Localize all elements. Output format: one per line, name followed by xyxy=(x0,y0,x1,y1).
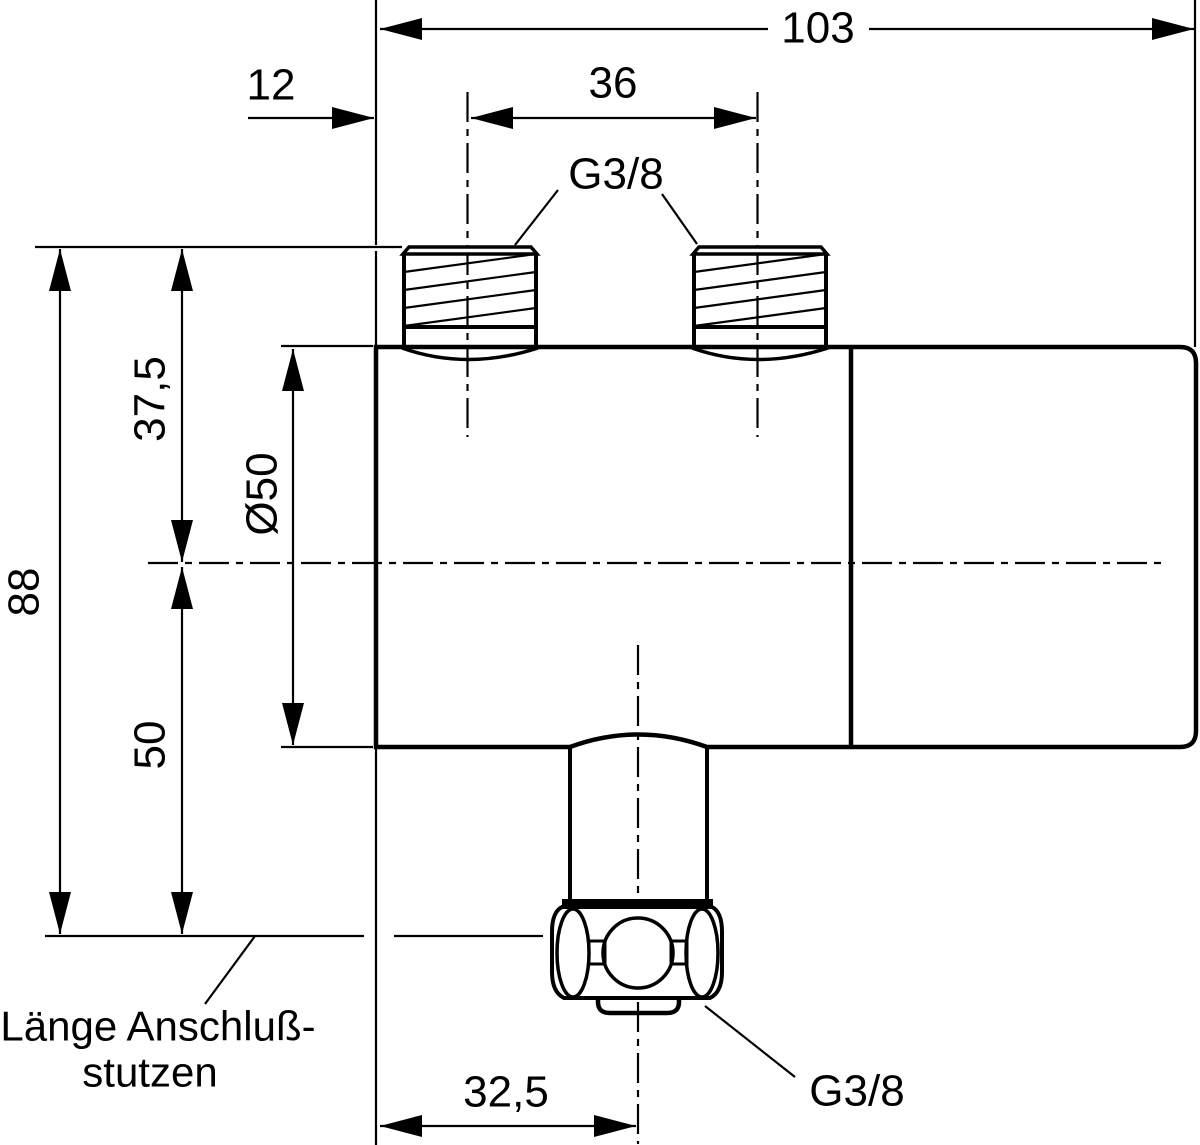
dim-375-arrow-top xyxy=(171,249,193,291)
dim-375-arrow-bottom xyxy=(171,520,193,562)
dim-50-arrow-bottom xyxy=(171,892,193,934)
dimension-lines xyxy=(49,18,1194,1137)
note-label-line1: Länge Anschluß- xyxy=(0,1003,315,1050)
dim-d50-arrow-bottom xyxy=(282,703,304,745)
note-label-line2: stutzen xyxy=(82,1049,217,1096)
dim-d50-arrow-top xyxy=(282,349,304,391)
dim-375-label: 37,5 xyxy=(126,356,175,442)
stud-blend-arc xyxy=(401,346,539,362)
dim-325-label: 32,5 xyxy=(463,1068,549,1117)
body-outline xyxy=(373,344,1199,750)
nut-facet-right xyxy=(684,907,720,999)
leader-thread-top-right xyxy=(661,193,698,245)
leader-thread-top-left xyxy=(514,189,559,246)
nut-waist-left xyxy=(587,939,607,966)
dim-325-arrow-right xyxy=(594,1115,636,1137)
center-lines xyxy=(148,92,1168,1144)
leader-thread-bottom xyxy=(704,1005,796,1078)
extension-lines xyxy=(35,0,1197,1145)
top-port-left xyxy=(399,245,541,362)
dim-12-label: 12 xyxy=(247,61,296,110)
nut-tip-outline xyxy=(595,999,682,1016)
valve-body xyxy=(373,344,1199,750)
dim-50-label: 50 xyxy=(126,721,175,770)
dim-88-arrow-top xyxy=(49,249,71,291)
nut-facet-left xyxy=(555,907,591,999)
dim-50-arrow-top xyxy=(171,567,193,609)
dim-325-arrow-left xyxy=(380,1115,422,1137)
dim-88-arrow-bottom xyxy=(49,892,71,934)
nut-waist-right xyxy=(669,939,689,966)
leader-note xyxy=(204,935,256,1005)
top-port-right xyxy=(689,245,831,362)
dim-103-arrow-right xyxy=(1152,18,1194,40)
thread-bottom-label: G3/8 xyxy=(809,1067,904,1116)
nut-facet-center xyxy=(601,916,675,990)
stud-thread-hatching xyxy=(403,252,537,328)
dim-12-arrow xyxy=(332,107,374,129)
bottom-port xyxy=(550,748,724,1016)
dim-36-label: 36 xyxy=(589,59,638,108)
dim-103-label: 103 xyxy=(781,4,854,53)
thread-top-label: G3/8 xyxy=(568,150,663,199)
dim-d50-label: Ø50 xyxy=(238,452,287,535)
stud-thread-hatching xyxy=(693,252,827,328)
dim-103-arrow-left xyxy=(380,18,422,40)
nut-top-band xyxy=(562,899,713,907)
dim-88-label: 88 xyxy=(0,568,49,617)
dimension-labels: 103 12 36 G3/8 88 37,5 Ø50 50 32,5 G3/8 … xyxy=(0,4,905,1117)
dim-36-arrow-right xyxy=(714,107,756,129)
stud-blend-arc xyxy=(691,346,829,362)
dim-36-arrow-left xyxy=(471,107,513,129)
